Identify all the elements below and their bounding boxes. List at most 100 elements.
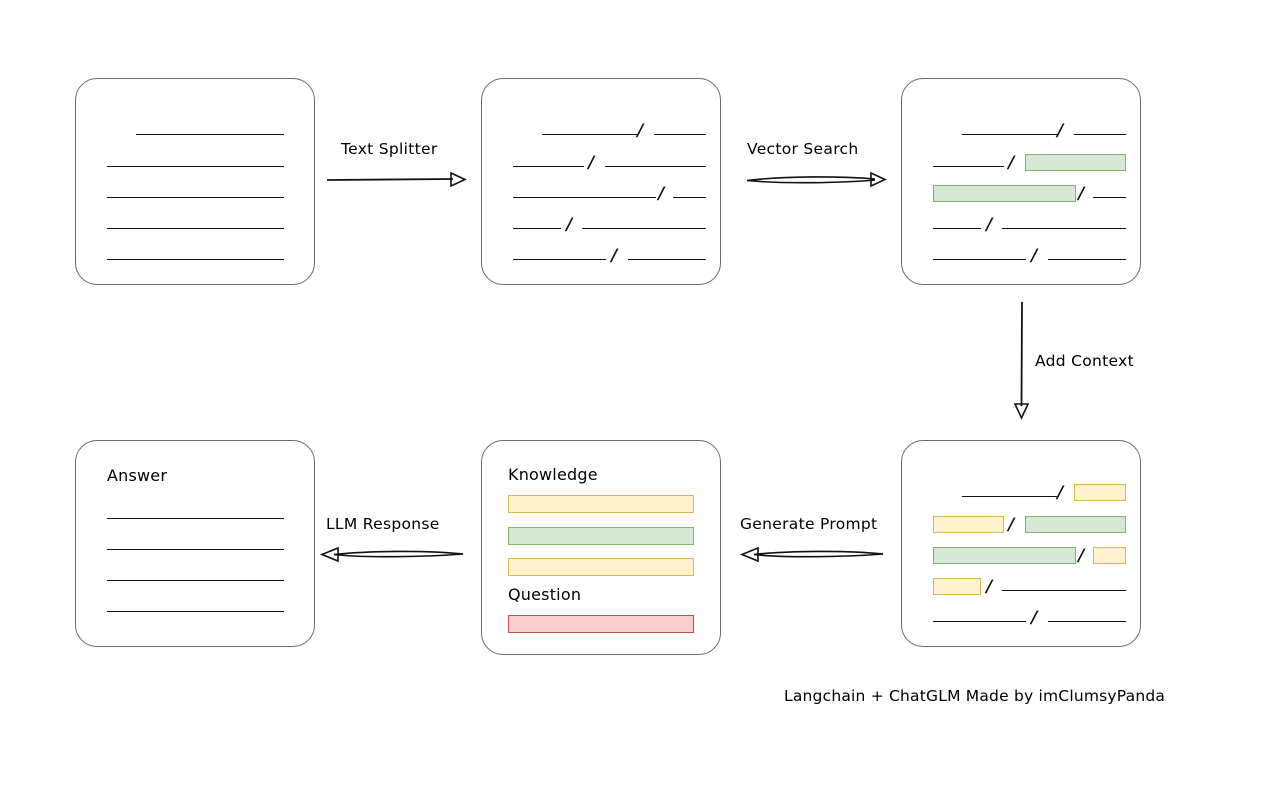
arrow-vector-search: Vector Search (745, 140, 890, 190)
slash-separator: / (1008, 515, 1015, 535)
arrow-label-llm-response: LLM Response (326, 515, 440, 533)
arrow-label-text-splitter: Text Splitter (341, 140, 438, 158)
text-line (107, 518, 284, 519)
answer-line-row (76, 534, 316, 550)
slash-separator: / (1057, 121, 1064, 141)
chunk-row: / (902, 119, 1142, 140)
question-bar (508, 615, 694, 633)
doc-line-row (76, 119, 316, 135)
answer-line-row (76, 596, 316, 612)
prompt-knowledge-title: Knowledge (508, 465, 598, 484)
slash-separator: / (1031, 246, 1038, 266)
slash-separator: / (637, 121, 644, 141)
text-line (1002, 590, 1126, 591)
arrow-shaft-down-icon (1013, 301, 1030, 420)
arrow-add-context: Add Context (1010, 300, 1160, 420)
slash-separator: / (566, 215, 573, 235)
text-line (107, 197, 284, 198)
text-line (136, 134, 284, 135)
arrow-label-add-context: Add Context (1035, 352, 1134, 370)
chunk-row: / (482, 151, 722, 172)
text-line (605, 166, 706, 167)
arrow-shaft-right-double-icon (746, 171, 887, 188)
matched-chunk-highlight (1025, 516, 1126, 533)
answer-line-row (76, 565, 316, 581)
chunk-row: / (482, 182, 722, 203)
prompt-question-title: Question (508, 585, 582, 604)
doc-line-row (76, 244, 316, 260)
knowledge-chunk-bar (508, 495, 694, 513)
slash-separator: / (611, 246, 618, 266)
chunk-row: / (902, 481, 1142, 502)
node-split-chunks[interactable]: / / / / / (481, 78, 721, 285)
text-line (107, 259, 284, 260)
text-line (1048, 621, 1126, 622)
text-line (933, 621, 1026, 622)
text-line (1074, 134, 1126, 135)
node-source-document[interactable] (75, 78, 315, 285)
knowledge-chunk-bar (508, 558, 694, 576)
slash-separator: / (986, 577, 993, 597)
text-line (542, 134, 637, 135)
context-chunk-highlight (1093, 547, 1126, 564)
diagram-caption: Langchain + ChatGLM Made by imClumsyPand… (784, 687, 1166, 705)
node-context-added-chunks[interactable]: / / / / / (901, 440, 1141, 647)
text-line (933, 228, 981, 229)
chunk-row: / (902, 575, 1142, 596)
arrow-label-vector-search: Vector Search (747, 140, 859, 158)
text-line (107, 611, 284, 612)
chunk-row: / (902, 544, 1142, 565)
text-line (962, 496, 1057, 497)
text-line (673, 197, 706, 198)
doc-line-row (76, 213, 316, 229)
text-line (513, 259, 606, 260)
arrow-generate-prompt: Generate Prompt (739, 515, 890, 565)
arrow-label-generate-prompt: Generate Prompt (740, 515, 878, 533)
text-line (628, 259, 706, 260)
text-line (1002, 228, 1126, 229)
matched-chunk-highlight (1025, 154, 1126, 171)
text-line (513, 197, 656, 198)
text-line (582, 228, 706, 229)
text-line (107, 580, 284, 581)
answer-title: Answer (107, 466, 168, 485)
slash-separator: / (1031, 608, 1038, 628)
slash-separator: / (658, 184, 665, 204)
node-answer[interactable]: Answer (75, 440, 315, 647)
text-line (1048, 259, 1126, 260)
slash-separator: / (1078, 546, 1085, 566)
node-prompt[interactable]: Knowledge Question (481, 440, 721, 655)
doc-line-row (76, 182, 316, 198)
answer-line-row (76, 503, 316, 519)
arrow-text-splitter: Text Splitter (325, 140, 470, 190)
knowledge-chunk-bar (508, 527, 694, 545)
chunk-row: / (902, 182, 1142, 203)
context-chunk-highlight (933, 516, 1004, 533)
chunk-row: / (902, 213, 1142, 234)
chunk-row: / (902, 606, 1142, 627)
slash-separator: / (986, 215, 993, 235)
chunk-row: / (482, 119, 722, 140)
slash-separator: / (1008, 153, 1015, 173)
arrow-llm-response: LLM Response (319, 515, 470, 565)
node-vector-matched-chunks[interactable]: / / / / / (901, 78, 1141, 285)
chunk-row: / (482, 213, 722, 234)
chunk-row: / (902, 151, 1142, 172)
arrow-shaft-left-double-icon (319, 546, 464, 563)
matched-chunk-highlight (933, 185, 1076, 202)
text-line (107, 166, 284, 167)
text-line (933, 166, 1004, 167)
text-line (107, 549, 284, 550)
text-line (654, 134, 706, 135)
text-line (513, 166, 584, 167)
context-chunk-highlight (933, 578, 981, 595)
text-line (107, 228, 284, 229)
doc-line-row (76, 151, 316, 167)
slash-separator: / (1078, 184, 1085, 204)
arrow-shaft-left-double-icon (739, 546, 884, 563)
chunk-row: / (482, 244, 722, 265)
text-line (513, 228, 561, 229)
context-chunk-highlight (1074, 484, 1126, 501)
text-line (962, 134, 1057, 135)
